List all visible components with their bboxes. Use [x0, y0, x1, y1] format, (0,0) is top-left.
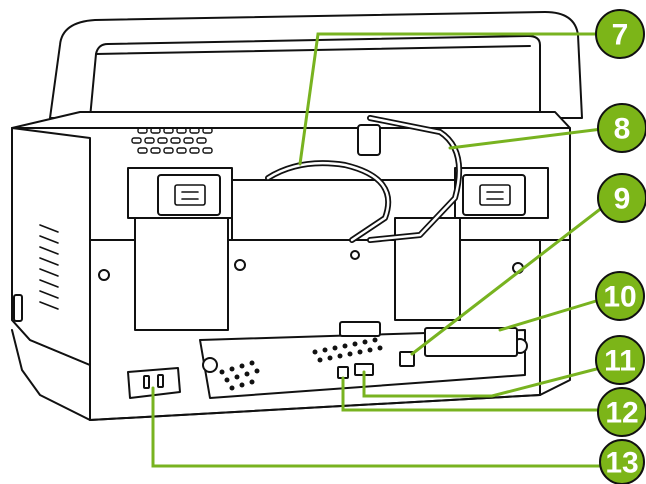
plate-vent-center — [312, 337, 383, 363]
power-pin — [143, 375, 150, 389]
plate-vent-left — [219, 360, 260, 391]
leader-line-9 — [410, 198, 614, 356]
callout-label-9: 9 — [614, 183, 631, 216]
left-column-block — [134, 217, 229, 331]
port-12 — [337, 366, 349, 379]
leader-line-13 — [151, 386, 614, 468]
bracket — [339, 321, 381, 337]
cable-8-inner — [368, 116, 461, 242]
right-latch-icon — [479, 184, 511, 206]
callout-13: 13 — [599, 439, 645, 484]
callout-badge — [595, 335, 645, 385]
callout-label-13: 13 — [605, 447, 638, 480]
callout-label-11: 11 — [604, 345, 636, 378]
callout-9: 9 — [597, 173, 646, 223]
left-vents — [39, 224, 59, 310]
callout-badge — [599, 439, 645, 484]
callout-label-10: 10 — [603, 281, 636, 314]
leader-line-10 — [498, 296, 608, 332]
callout-label-12: 12 — [605, 397, 638, 430]
callout-8: 8 — [597, 103, 646, 153]
callout-label-7: 7 — [612, 19, 629, 52]
leader-lines — [151, 32, 614, 468]
cable-7-inner — [266, 161, 390, 242]
callout-badge — [597, 387, 646, 437]
leader-line-12 — [341, 376, 614, 412]
screw-hole — [350, 250, 360, 260]
usb-port — [399, 351, 415, 367]
left-side-panel — [11, 127, 91, 366]
leader-line-11 — [362, 364, 610, 398]
callout-label-8: 8 — [614, 113, 631, 146]
screw-hole — [98, 269, 110, 281]
upper-vent-grid — [131, 127, 213, 154]
callout-badge — [595, 271, 645, 321]
callout-12: 12 — [597, 387, 646, 437]
callout-badge — [597, 103, 646, 153]
screw-hole — [234, 259, 246, 271]
left-latch-icon — [174, 184, 206, 206]
right-column-block — [394, 217, 461, 321]
expansion-slot — [424, 327, 518, 357]
callout-badge — [595, 9, 645, 59]
leader-line-7 — [298, 32, 606, 166]
callout-7: 7 — [595, 9, 645, 59]
cable-clip — [357, 124, 381, 156]
callout-badge — [597, 173, 646, 223]
callout-11: 11 — [595, 335, 645, 385]
left-side-slot — [13, 294, 23, 322]
callout-10: 10 — [595, 271, 645, 321]
top-lid — [49, 11, 583, 119]
thumbscrew-left — [202, 357, 218, 373]
power-pin — [157, 374, 164, 388]
lid-inner-edge — [95, 45, 531, 55]
rear-bottom-edge — [89, 394, 541, 421]
power-inlet — [127, 367, 181, 399]
leader-line-8 — [448, 126, 612, 150]
